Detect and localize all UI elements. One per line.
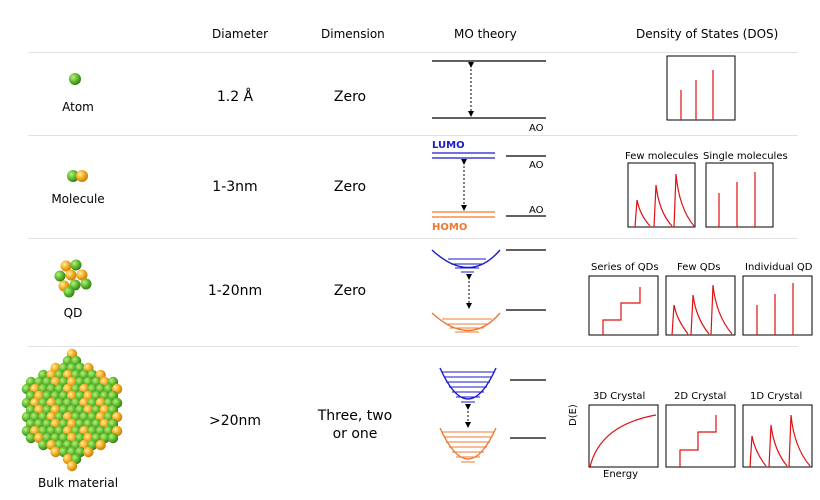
molecule-icon bbox=[67, 170, 88, 182]
header-mo-theory: MO theory bbox=[454, 27, 517, 41]
ao-label-atom: AO bbox=[529, 123, 544, 134]
quantum-dot-icon bbox=[54, 259, 92, 298]
header-dimension: Dimension bbox=[321, 27, 385, 41]
header-diameter: Diameter bbox=[212, 27, 269, 41]
dos-label-series-of-qds: Series of QDs bbox=[591, 262, 659, 273]
dimension-atom: Zero bbox=[333, 89, 367, 105]
crystal-sphere bbox=[83, 446, 94, 458]
header-dos: Density of States (DOS) bbox=[636, 27, 779, 41]
dos-label-1d-crystal: 1D Crystal bbox=[750, 391, 803, 402]
crystal-sphere bbox=[107, 432, 119, 444]
diameter-bulk: >20nm bbox=[208, 413, 262, 429]
bulk-crystal-icon bbox=[21, 348, 123, 472]
dos-label-single-molecules: Single molecules bbox=[703, 151, 788, 162]
mo-diagram-atom bbox=[432, 60, 546, 119]
row-label-bulk: Bulk material bbox=[38, 476, 119, 490]
dos-panel-individual-qd bbox=[742, 275, 813, 336]
row-label-qd: QD bbox=[63, 306, 83, 320]
dos-panel-single-molecules bbox=[705, 162, 774, 228]
dos-panel-3d-crystal bbox=[588, 404, 659, 468]
row-separator bbox=[28, 135, 798, 136]
row-separator bbox=[28, 346, 798, 347]
dos-label-2d-crystal: 2D Crystal bbox=[674, 391, 727, 402]
dimension-molecule: Zero bbox=[333, 179, 367, 195]
dos-panel-few-qds bbox=[665, 275, 736, 336]
dimension-bulk-line1: Three, two bbox=[317, 408, 393, 424]
diameter-qd: 1-20nm bbox=[207, 283, 263, 299]
crystal-sphere bbox=[95, 439, 106, 451]
diameter-atom: 1.2 Å bbox=[216, 89, 254, 105]
crystal-sphere bbox=[66, 460, 78, 472]
dimension-qd: Zero bbox=[333, 283, 367, 299]
atom-icon bbox=[69, 73, 81, 85]
crystal-sphere bbox=[50, 446, 61, 458]
mo-diagram-molecule bbox=[432, 152, 546, 218]
row-separator bbox=[28, 52, 798, 53]
diameter-molecule: 1-3nm bbox=[212, 179, 258, 195]
dos-panel-atom bbox=[666, 55, 736, 121]
dos-panel-1d-crystal bbox=[742, 404, 813, 468]
dos-x-axis-label: Energy bbox=[603, 469, 639, 480]
dimension-bulk-line2: or one bbox=[332, 426, 378, 442]
dos-label-few-molecules: Few molecules bbox=[625, 151, 699, 162]
row-label-atom: Atom bbox=[62, 100, 94, 114]
homo-label: HOMO bbox=[432, 222, 468, 233]
row-separator bbox=[28, 238, 798, 239]
row-label-molecule: Molecule bbox=[51, 192, 105, 206]
crystal-sphere bbox=[25, 432, 37, 444]
ao-label-molecule-bottom: AO bbox=[529, 205, 544, 216]
dos-panel-2d-crystal bbox=[665, 404, 736, 468]
dos-label-3d-crystal: 3D Crystal bbox=[593, 391, 646, 402]
dos-label-few-qds: Few QDs bbox=[677, 262, 721, 273]
mo-diagram-bulk bbox=[439, 367, 546, 463]
dos-label-individual-qd: Individual QD bbox=[745, 262, 813, 273]
lumo-label: LUMO bbox=[432, 140, 465, 151]
crystal-sphere bbox=[38, 439, 49, 451]
mo-diagram-qd bbox=[431, 249, 546, 333]
ao-label-molecule-top: AO bbox=[529, 160, 544, 171]
dos-panel-series-of-qds bbox=[588, 275, 659, 336]
dos-panel-few-molecules bbox=[627, 162, 696, 228]
